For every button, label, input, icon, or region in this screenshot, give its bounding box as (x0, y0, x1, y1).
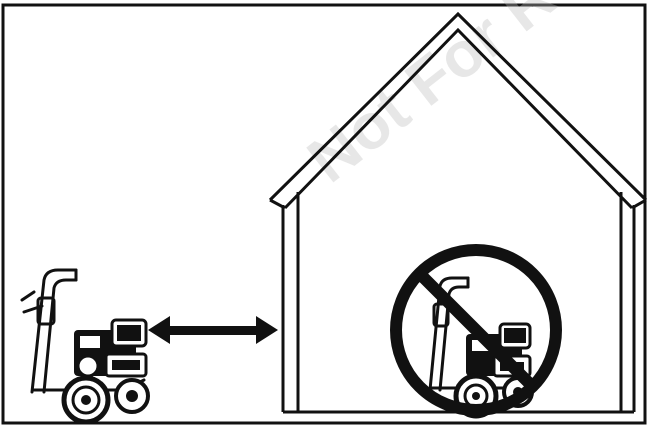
double-arrow-icon (148, 316, 278, 344)
watermark-text: Not For Reproduction (294, 0, 648, 196)
watermark: Not For Reproduction (294, 0, 648, 196)
pressure-washer-icon (22, 270, 148, 422)
